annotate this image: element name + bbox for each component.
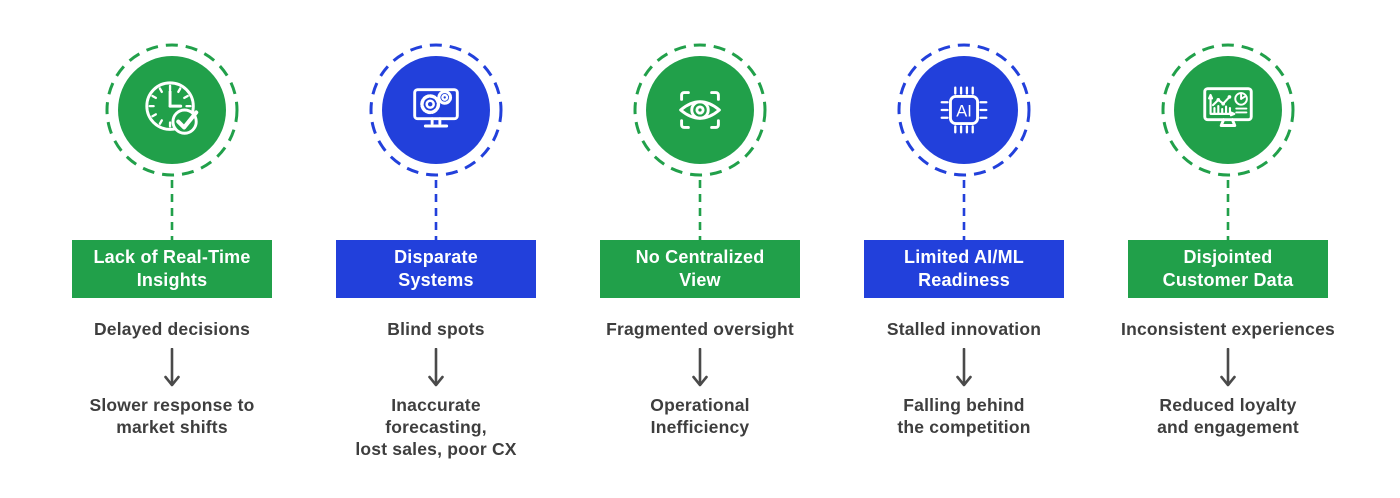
pain-point-title: Lack of Real-Time Insights [93,247,251,290]
icon-circle [382,56,490,164]
pain-point-title-box: No Centralized View [600,240,800,298]
column-no-centralized-view: No Centralized View Fragmented oversight… [568,0,832,498]
dashed-connector [698,180,702,240]
dashed-ring [633,43,767,177]
down-arrow-icon [164,348,180,387]
effect-text: Delayed decisions [93,319,251,339]
icon-circle [1174,56,1282,164]
icon-badge [1160,42,1296,178]
effect-text: Fragmented oversight [606,319,794,339]
column-real-time-insights: Lack of Real-Time Insights Delayed decis… [40,0,304,498]
icon-circle: AI [910,56,1018,164]
icon-circle [118,56,226,164]
dashed-ring [369,43,503,177]
dashed-connector [170,180,174,240]
down-arrow-icon [428,348,444,387]
result-text: Reduced loyalty and engagement [1157,395,1299,437]
result-text: Slower response to market shifts [89,395,255,437]
effect-text: Inconsistent experiences [1121,319,1335,339]
pain-point-title: Disjointed Customer Data [1162,247,1294,290]
pain-point-title-box: Disjointed Customer Data [1128,240,1328,298]
dashed-ring [105,43,239,177]
effect-text: Stalled innovation [886,319,1042,339]
result-text: Falling behind the competition [897,395,1031,437]
dashed-connector [434,180,438,240]
clock-check-icon [145,81,199,135]
effect-text: Blind spots [387,319,485,339]
pain-point-title: Disparate Systems [394,247,478,290]
down-arrow-icon [692,348,708,387]
result-text: Inaccurate forecasting, lost sales, poor… [355,395,517,459]
monitor-gears-icon [413,88,459,128]
dashed-connector [962,180,966,240]
column-limited-ai-ml: AI Limited AI/ML Readiness Stalled innov… [832,0,1096,498]
dashed-ring [897,43,1031,177]
column-disparate-systems: Disparate Systems Blind spots Inaccurate… [304,0,568,498]
icon-badge [104,42,240,178]
analytics-dashboard-icon [1203,87,1253,127]
column-disjointed-customer-data: Disjointed Customer Data Inconsistent ex… [1096,0,1360,498]
icon-badge [632,42,768,178]
icon-badge: AI [896,42,1032,178]
ai-chip-icon: AI [940,86,988,134]
icon-badge [368,42,504,178]
pain-point-title: Limited AI/ML Readiness [904,247,1024,290]
eye-scan-icon [679,91,721,129]
icon-circle [646,56,754,164]
dashed-connector [1226,180,1230,240]
ai-chip-label: AI [956,102,972,120]
dashed-ring [1161,43,1295,177]
pain-point-title-box: Limited AI/ML Readiness [864,240,1064,298]
down-arrow-icon [1220,348,1236,387]
result-text: Operational Inefficiency [650,395,750,437]
down-arrow-icon [956,348,972,387]
pain-point-title: No Centralized View [635,247,765,290]
pain-point-title-box: Lack of Real-Time Insights [72,240,272,298]
pain-point-title-box: Disparate Systems [336,240,536,298]
